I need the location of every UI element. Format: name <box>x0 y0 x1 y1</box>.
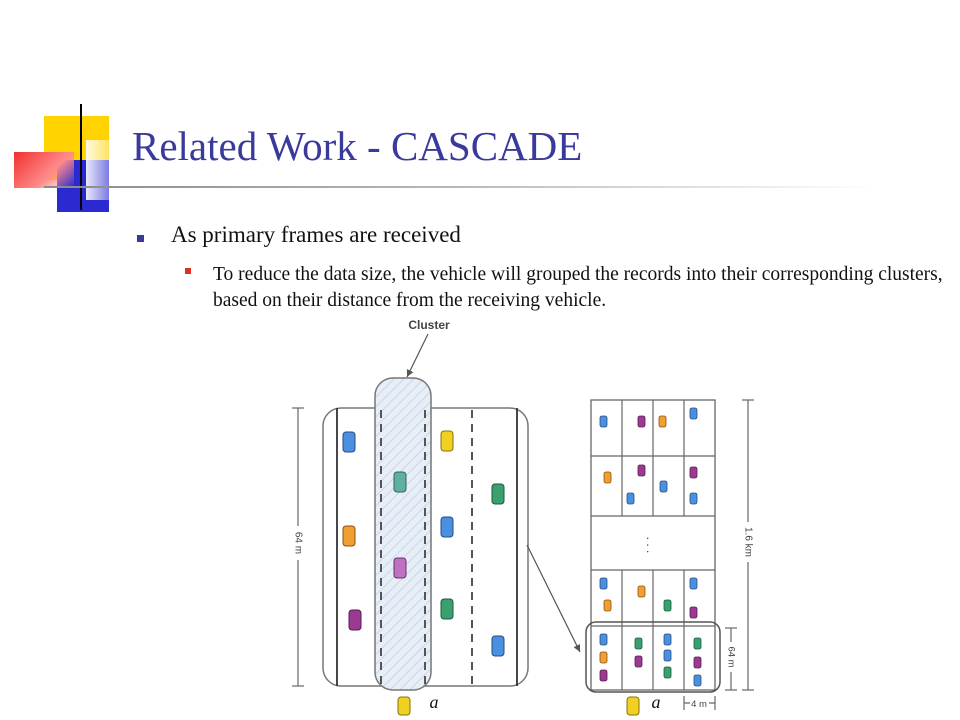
segment-length-label: 1.6 km <box>742 527 753 557</box>
cluster-length-label: 64 m <box>725 646 736 667</box>
car <box>491 635 505 657</box>
car <box>689 606 698 619</box>
highlighted-cluster-row <box>585 621 721 693</box>
car <box>663 666 672 679</box>
car <box>342 525 356 547</box>
car <box>599 633 608 646</box>
car <box>689 492 698 505</box>
cluster-arrow <box>406 333 429 378</box>
car <box>626 492 635 505</box>
car <box>397 696 411 716</box>
car <box>599 415 608 428</box>
car <box>637 415 646 428</box>
deco-red-block <box>14 152 74 188</box>
cluster-label: Cluster <box>408 318 450 332</box>
clustering-diagram: Cluster 64 m a . . . <box>290 318 756 716</box>
car <box>393 557 407 579</box>
car <box>637 464 646 477</box>
page-title: Related Work - CASCADE <box>132 123 583 169</box>
deco-white-glow <box>86 140 126 200</box>
car <box>693 637 702 650</box>
car <box>634 655 643 668</box>
cluster-width-label: 4 m <box>691 699 707 710</box>
car <box>693 674 702 687</box>
bullet-square <box>137 235 144 242</box>
car <box>626 696 640 716</box>
car <box>663 649 672 662</box>
title-underline <box>44 186 874 188</box>
bullet-text: As primary frames are received <box>171 222 461 247</box>
car <box>348 609 362 631</box>
car <box>689 466 698 479</box>
car <box>689 407 698 420</box>
car <box>689 577 698 590</box>
sub-bullet-square <box>185 268 191 274</box>
zoom-arrow <box>526 544 581 653</box>
ellipsis: . . . <box>644 537 658 554</box>
car <box>491 483 505 505</box>
car <box>440 430 454 452</box>
deco-vertical-line <box>80 104 82 210</box>
marker-a-left: a <box>430 692 439 712</box>
sub-bullet-text: To reduce the data size, the vehicle wil… <box>213 264 943 311</box>
car <box>440 598 454 620</box>
car <box>440 516 454 538</box>
car <box>603 471 612 484</box>
car <box>599 669 608 682</box>
car <box>659 480 668 493</box>
car <box>634 637 643 650</box>
car <box>693 656 702 669</box>
cluster-region <box>374 377 432 691</box>
car <box>599 651 608 664</box>
road-length-label: 64 m <box>292 532 303 554</box>
marker-a-right: a <box>652 692 661 712</box>
car <box>663 599 672 612</box>
car <box>393 471 407 493</box>
car <box>637 585 646 598</box>
car <box>599 577 608 590</box>
car <box>663 633 672 646</box>
car <box>603 599 612 612</box>
car <box>658 415 667 428</box>
car <box>342 431 356 453</box>
